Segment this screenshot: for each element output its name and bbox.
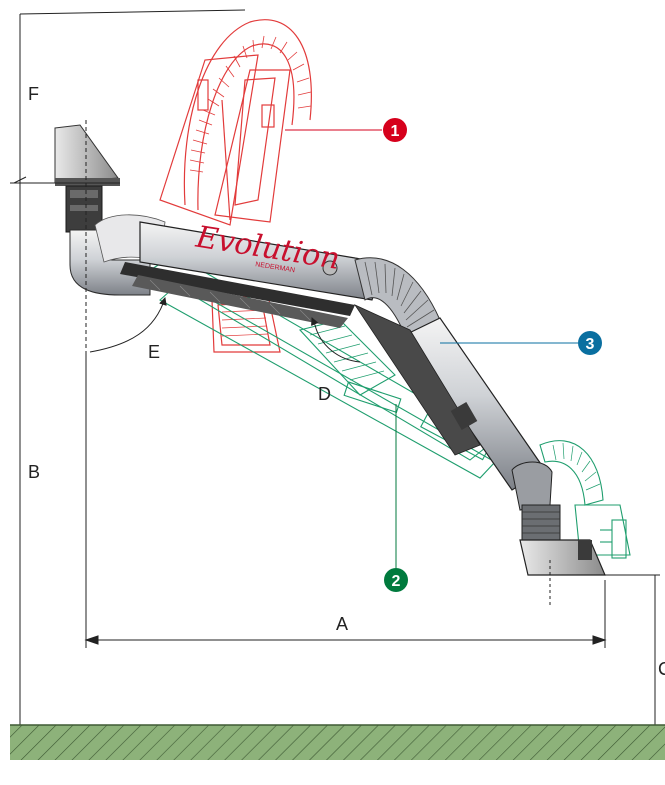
dimension-label-b: B [28,462,40,482]
wall-mount-bracket [54,124,119,184]
dimension-label-e: E [148,342,160,362]
raised-position-outline [159,19,312,353]
dimension-label-a: A [336,614,348,634]
callout-circle-1 [383,118,407,142]
dimension-label-f: F [28,84,39,104]
capture-hood [519,539,606,576]
callout-number-1: 1 [391,123,400,140]
callout-circle-2 [384,568,408,592]
dimension-label-d: D [318,384,331,404]
main-extraction-arm: Evolution NEDERMAN [54,124,606,576]
ground-floor [10,725,665,760]
callout-badge-2: 2 [384,568,408,592]
callout-circle-3 [578,331,602,355]
dimension-label-c: C [658,659,665,679]
callout-number-3: 3 [586,336,595,353]
dimension-lines [10,9,660,725]
callout-badge-3: 3 [578,331,602,355]
callout-number-2: 2 [392,573,401,590]
callout-badge-1: 1 [383,118,407,142]
